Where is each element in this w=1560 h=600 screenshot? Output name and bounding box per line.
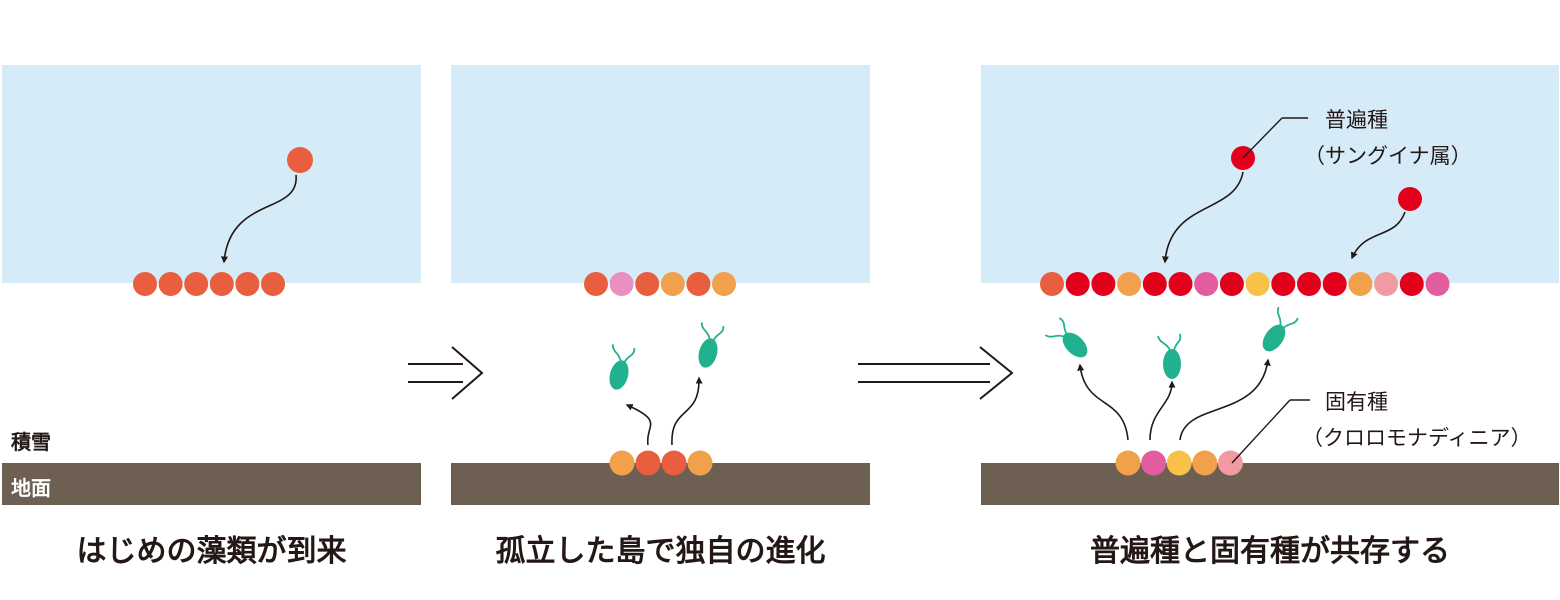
alga-cell (1091, 272, 1116, 296)
alga-cell (261, 272, 285, 296)
endemic-species-label: 固有種 (1325, 390, 1388, 414)
alga-cell (1245, 272, 1270, 296)
alga-cell (1115, 450, 1141, 476)
alga-cell (1374, 272, 1399, 296)
cell-row (1040, 272, 1450, 296)
flagellate-alga-icon (609, 344, 636, 390)
transition-arrow-1 (408, 346, 484, 400)
alga-cell (712, 272, 736, 296)
dispersal-arrow (1179, 358, 1271, 441)
panel-3 (981, 65, 1559, 505)
endemic-genus-label: （クロロモナディニア） (1302, 426, 1532, 450)
ground-layer (981, 463, 1559, 505)
alga-cell (1141, 450, 1167, 476)
alga-cell (1217, 450, 1243, 476)
snow-layer (2, 65, 421, 283)
alga-cell (609, 272, 634, 296)
alga-cell (1192, 450, 1218, 476)
dispersal-arrow (1077, 363, 1129, 441)
cosmopolitan-genus-label: （サングイナ属） (1304, 144, 1472, 168)
arrival-arrow (221, 174, 297, 264)
flagellate-alga-icon (1262, 306, 1299, 352)
snow-layer-label: 積雪 (11, 430, 51, 454)
cell-row (133, 272, 285, 296)
panel-3-caption: 普遍種と固有種が共存する (1090, 534, 1450, 569)
flagellate-alga-icon (1044, 317, 1088, 358)
alga-cell (660, 272, 685, 296)
alga-cell (1322, 272, 1347, 296)
cell-row (1115, 450, 1243, 476)
alga-cell (1425, 272, 1450, 296)
alga-cell (184, 272, 209, 296)
cosmopolitan-alga-cell (1398, 187, 1422, 211)
cell-row (609, 450, 713, 476)
endemic-leader-line (1231, 399, 1291, 464)
alga-cell (661, 450, 687, 476)
alga-cell (1168, 272, 1193, 296)
alga-cell (1219, 272, 1244, 296)
ground-layer (451, 463, 870, 505)
alga-cell (1040, 272, 1064, 296)
ground-layer-label: 地面 (11, 476, 51, 500)
dispersal-arrow (625, 404, 652, 446)
panel-1 (2, 65, 421, 505)
alga-cell (584, 272, 608, 296)
alga-cell (687, 450, 713, 476)
flagellate-alga-icon (698, 322, 725, 368)
alga-cell (1166, 450, 1192, 476)
dispersal-arrow (1149, 380, 1176, 441)
alga-cell (635, 450, 661, 476)
alga-cell (635, 272, 660, 296)
alga-cell (1399, 272, 1424, 296)
snow-layer (981, 65, 1559, 283)
alga-cell (609, 450, 635, 476)
arriving-alga-cell (287, 147, 313, 173)
alga-cell (209, 272, 234, 296)
cosmopolitan-species-label: 普遍種 (1325, 108, 1388, 132)
cell-row (584, 272, 736, 296)
alga-cell (1194, 272, 1219, 296)
alga-cell (1142, 272, 1167, 296)
flagellate-alga-icon (1157, 333, 1182, 379)
panel-2 (451, 65, 870, 505)
ground-layer (2, 463, 421, 505)
snow-layer (451, 65, 870, 283)
dispersal-arrow (671, 376, 703, 446)
alga-cell (686, 272, 711, 296)
alga-cell (1348, 272, 1373, 296)
alga-cell (1065, 272, 1090, 296)
arrival-arrow (1351, 211, 1406, 260)
panel-2-caption: 孤立した島で独自の進化 (495, 534, 826, 569)
arrival-arrow (1161, 171, 1244, 264)
alga-cell (1117, 272, 1142, 296)
alga-cell (133, 272, 157, 296)
cosmopolitan-leader-line (1242, 117, 1283, 159)
alga-cell (1271, 272, 1296, 296)
alga-cell (158, 272, 183, 296)
panel-1-caption: はじめの藻類が到来 (76, 534, 347, 569)
transition-arrow-2 (858, 346, 1014, 400)
alga-cell (1297, 272, 1321, 296)
alga-cell (235, 272, 260, 296)
